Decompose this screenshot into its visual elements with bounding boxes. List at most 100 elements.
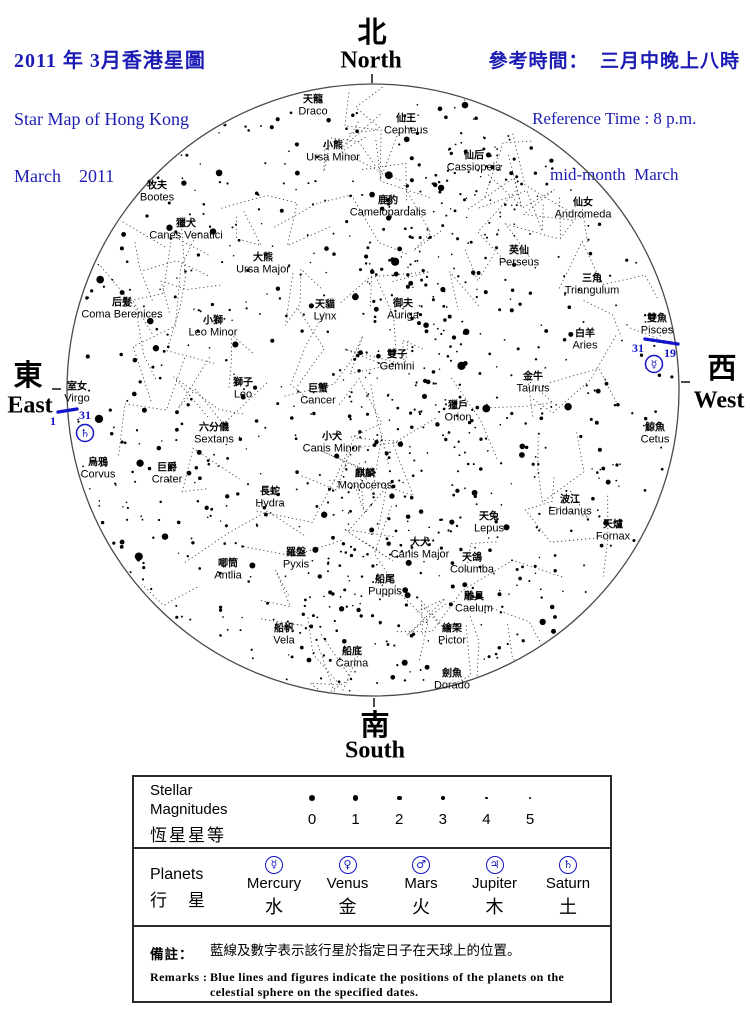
magnitude-value: 1 <box>351 811 360 828</box>
planet-symbol-circle <box>644 354 664 374</box>
constellation-name-en: Andromeda <box>554 208 612 221</box>
legend-magnitudes-row: Stellar Magnitudes 恆星星等 0 1 2 3 4 5 <box>134 777 610 849</box>
constellation-name-zh: 小熊 <box>322 140 343 152</box>
constellation-name-zh: 天貓 <box>314 299 335 311</box>
saturn-symbol-icon: ♄ <box>559 856 577 874</box>
magnitude-item-2: 2 <box>382 785 416 828</box>
constellation-name-en: Virgo <box>64 392 90 405</box>
direction-north-en: North <box>340 47 402 74</box>
constellation-name-zh: 白羊 <box>575 328 595 340</box>
jupiter-symbol-icon: ♃ <box>485 856 504 874</box>
planet-name-en: Jupiter <box>471 875 518 892</box>
constellation-name-en: Carina <box>335 657 369 670</box>
constellation-name-en: Vela <box>273 634 295 647</box>
planet-symbol-circle <box>75 423 95 443</box>
constellation-name-zh: 三角 <box>582 273 602 285</box>
constellation-name-en: Hydra <box>255 497 285 510</box>
constellation-name-en: Puppis <box>368 585 402 598</box>
planet-path-line <box>643 337 680 346</box>
direction-east-zh: 東 <box>13 360 43 392</box>
planet-symbol-mercury-icon: ☿ <box>651 358 658 371</box>
legend-remarks-row: 備註： 藍線及數字表示該行星於指定日子在天球上的位置。 Remarks : Bl… <box>134 943 610 1015</box>
mars-symbol-icon: ♂ <box>412 856 430 874</box>
constellation-name-en: Leo Minor <box>188 326 238 339</box>
constellation-name-zh: 雙子 <box>387 349 407 361</box>
constellation-name-zh: 天爐 <box>603 519 623 531</box>
constellation-name-zh: 大熊 <box>252 252 273 264</box>
constellation-name-en: Pyxis <box>282 558 310 571</box>
magnitude-item-3: 3 <box>426 785 460 828</box>
constellation-name-en: Monoceros <box>337 479 393 492</box>
constellation-name-en: Canis Major <box>390 548 450 561</box>
constellation-name-zh: 金牛 <box>523 371 543 383</box>
constellation-name-en: Lynx <box>313 310 337 323</box>
magnitude-value: 0 <box>307 811 317 828</box>
constellation-name-en: Draco <box>298 105 328 118</box>
magnitude-item-1: 1 <box>339 785 373 828</box>
constellation-name-en: Orion <box>444 411 472 424</box>
constellation-name-zh: 室女 <box>66 381 87 393</box>
magnitude-dot <box>484 796 488 800</box>
planet-date-label: 31 <box>632 341 644 355</box>
constellation-name-en: Antlia <box>214 569 242 582</box>
constellation-name-en: Pictor <box>437 634 467 647</box>
constellation-name-en: Cassiopeia <box>446 161 502 174</box>
constellation-name-zh: 船尾 <box>374 574 395 586</box>
constellation-name-en: Canes Venatici <box>149 229 223 242</box>
venus-symbol-icon: ♀ <box>338 856 357 874</box>
reference-time-block: 參考時間： 三月中晚上八時 Reference Time : 8 p.m. mi… <box>488 10 740 222</box>
planet-name-zh: 土 <box>559 897 577 917</box>
constellation-name-zh: 牧夫 <box>147 180 167 192</box>
constellation-name-zh: 獵犬 <box>175 218 196 230</box>
direction-south-en: South <box>344 737 406 764</box>
constellation-name-en: Bootes <box>139 191 175 204</box>
constellation-name-en: Columba <box>449 563 495 576</box>
magnitude-value: 4 <box>482 811 491 828</box>
planet-name-zh: 金 <box>338 897 357 917</box>
constellation-name-en: Leo <box>233 388 253 401</box>
constellation-name-en: Lepus <box>474 522 504 535</box>
constellation-name-zh: 仙女 <box>573 197 593 209</box>
constellation-name-zh: 小獅 <box>202 315 223 327</box>
magnitude-value: 3 <box>438 811 447 828</box>
constellation-name-en: Canis Minor <box>302 442 362 455</box>
constellation-name-zh: 天龍 <box>303 94 323 106</box>
constellation-name-zh: 后髮 <box>111 297 132 309</box>
magnitudes-label: Stellar Magnitudes 恆星星等 <box>150 782 228 845</box>
constellation-name-en: Aries <box>572 339 598 352</box>
constellation-name-en: Crater <box>151 473 183 486</box>
constellation-name-en: Cepheus <box>383 124 429 137</box>
constellation-name-en: Dorado <box>433 679 471 692</box>
magnitude-value: 2 <box>395 811 404 828</box>
magnitude-value: 5 <box>525 811 535 828</box>
